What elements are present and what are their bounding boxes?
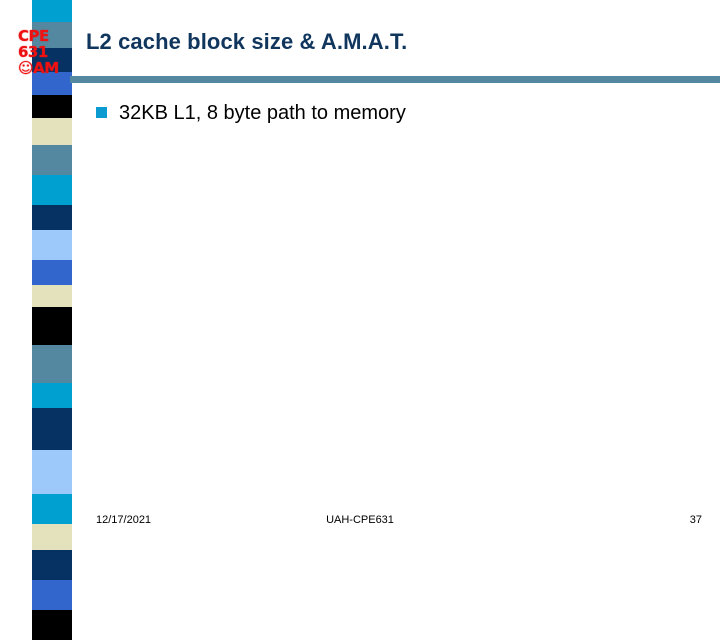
stripe-19-navy (32, 550, 72, 580)
stripe-16-light-blue (32, 450, 72, 494)
decorative-stripe-column (32, 0, 72, 640)
stripe-17-cyan (32, 494, 72, 524)
logo-line-2: 631 (18, 43, 48, 61)
stripe-7-cyan (32, 175, 72, 205)
stripe-21-black (32, 610, 72, 640)
stripe-3-royal-blue (32, 72, 72, 95)
footer-date: 12/17/2021 (96, 514, 152, 526)
stripe-20-royal-blue (32, 580, 72, 610)
stripe-12-black (32, 307, 72, 345)
stripe-11-beige (32, 285, 72, 307)
stripe-13-steel-blue (32, 345, 72, 383)
bullet-text: 32KB L1, 8 byte path to memory (119, 102, 406, 124)
square-bullet-icon (96, 107, 107, 118)
stripe-6-steel-blue (32, 145, 72, 175)
stripe-4-black (32, 95, 72, 118)
stripe-0-cyan (32, 0, 72, 22)
stripe-5-beige (32, 118, 72, 145)
title-underline-rule (70, 76, 720, 83)
stripe-15-navy (32, 408, 72, 450)
stripe-2-navy (32, 48, 72, 72)
stripe-8-navy (32, 205, 72, 230)
cpe631-logo: CPE 631 ☺AM (18, 28, 84, 76)
logo-line-3: ☺AM (18, 59, 59, 77)
footer-page-number: 37 (689, 514, 702, 526)
slide-footer: 12/17/2021 UAH-CPE631 37 (0, 508, 720, 532)
slide-bullet-list: 32KB L1, 8 byte path to memory (96, 100, 696, 136)
stripe-1-steel-blue (32, 22, 72, 48)
slide-title: L2 cache block size & A.M.A.T. (86, 29, 408, 54)
logo-line-1: CPE (18, 27, 49, 45)
stripe-9-light-blue (32, 230, 72, 260)
stripe-14-cyan (32, 383, 72, 408)
stripe-10-royal-blue (32, 260, 72, 285)
footer-course-name: UAH-CPE631 (326, 514, 394, 526)
bullet-item: 32KB L1, 8 byte path to memory (96, 100, 696, 126)
